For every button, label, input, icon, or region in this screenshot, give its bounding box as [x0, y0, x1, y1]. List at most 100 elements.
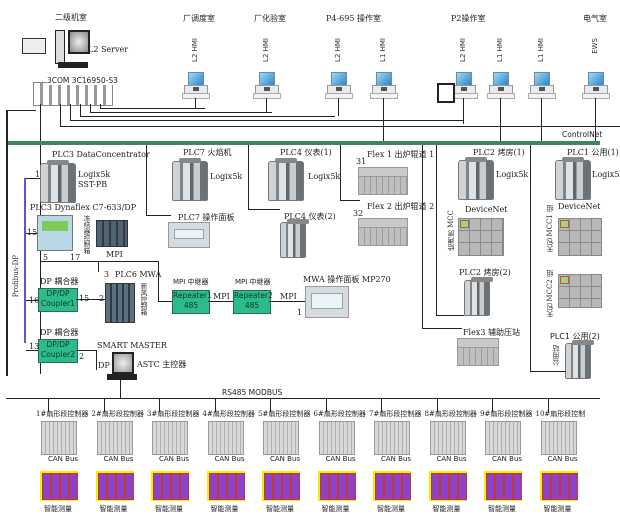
can-bus-label: CAN Bus [214, 455, 245, 463]
mpi-label-1: MPI [213, 292, 230, 301]
plc3-title: PLC3 DataConcentrator [52, 150, 150, 159]
plc2-2-rack [464, 277, 493, 316]
plc1-2-rack [565, 340, 594, 379]
segment-controller-label: 4#扇形段控制器 [202, 410, 255, 418]
sensor-module [226, 473, 236, 500]
sensor-module [513, 473, 522, 500]
segment-controller-label: 9#扇形段控制器 [480, 410, 533, 418]
flex3-title: Flex3 辅助压站 [463, 328, 520, 337]
sensor-module [153, 473, 162, 500]
smart-measurement-label: 智能测量 [155, 505, 183, 513]
s7-300-module [96, 220, 128, 247]
segment-controller-label: 10#扇形段控制 [535, 410, 586, 418]
segment-controller [263, 421, 299, 455]
sensor-module [375, 473, 384, 500]
flex1-port: 31 [356, 157, 367, 166]
printer-icon [22, 38, 46, 54]
smart-master-dp: DP [98, 361, 110, 370]
smart-measurement-label: 智能测量 [210, 505, 239, 513]
sensor-module [51, 473, 60, 500]
mp270-port: 1 [297, 308, 303, 317]
server-keyboard-icon [58, 62, 88, 68]
sensor-module [162, 473, 171, 500]
segment-controller-label: 5#扇形段控制器 [258, 410, 311, 418]
segment-controller [429, 421, 466, 455]
can-bus-label: CAN Bus [48, 455, 79, 463]
smart-measurement-label: 智能测量 [543, 505, 572, 513]
sensor-module [264, 473, 273, 500]
controlnet-bus [8, 141, 600, 145]
hmi-workstation-icon [582, 72, 610, 99]
plc3-model: Logix5k [78, 170, 111, 179]
plc1-2-title: PLC1 公用(2) [550, 332, 600, 341]
smart-measurement-label: 智能测量 [488, 505, 516, 513]
can-bus-label: CAN Bus [436, 455, 467, 463]
can-bus-label: CAN Bus [103, 455, 134, 463]
plc7-title: PLC7 火焰机 [183, 148, 232, 157]
sensor-module [328, 473, 338, 500]
smart-sensor-group [484, 471, 522, 501]
smart-sensor-group [428, 471, 467, 501]
repeater1-line2: 485 [183, 301, 199, 310]
coupler2-line2: Coupler2 [41, 350, 75, 359]
can-bus-label: CAN Bus [547, 455, 578, 463]
hmi-workstation-icon [450, 72, 478, 99]
flex1-module [358, 167, 408, 195]
plc1-mcc2-label: 天包 MCC2 组 [546, 270, 554, 318]
flex2-module [358, 218, 408, 246]
sensor-module [319, 473, 329, 500]
plc2-1-title: PLC2 烤房(1) [473, 148, 525, 157]
coupler2-box: DP/DP Coupler2 [38, 339, 78, 363]
plc2-1-model: Logix5k [496, 170, 529, 179]
plc3-dyna-port-b1: 5 [43, 253, 49, 262]
sensor-module [273, 473, 282, 500]
network-switch [33, 82, 113, 106]
smart-measurement-label: 智能测量 [99, 505, 128, 513]
repeater1-title: MPI 中继器 [173, 278, 209, 286]
plc2-1-net: DeviceNet [465, 205, 508, 214]
plc1-2-side-label: 公用站 [552, 345, 560, 366]
sensor-module [559, 473, 569, 500]
segment-controller [374, 421, 410, 455]
segment-controller [96, 421, 133, 455]
sensor-module [393, 473, 402, 500]
plc6-port-left: 2 [99, 294, 104, 303]
plc3-datacon-rack [40, 160, 76, 203]
plc3-dyna-mpi: MPI [106, 250, 123, 259]
smart-sensor-group [373, 471, 411, 501]
sensor-module [115, 473, 125, 500]
sensor-module [448, 473, 458, 500]
plc7-operator-panel [168, 222, 210, 248]
hmi-workstation-icon [370, 72, 398, 99]
segment-controller-label: 1#扇形段控制器 [36, 410, 89, 418]
repeater2-box: Repeater2 485 [233, 290, 273, 314]
plc4-2-rack [280, 219, 309, 258]
station-device-label: L2 HMI [262, 38, 270, 62]
plc6-port-top: 3 [104, 270, 110, 279]
plc1-1-model: Logix5k [592, 170, 620, 179]
plc7-rack [172, 158, 208, 201]
coupler2-title: DP 耦合器 [40, 328, 79, 337]
sensor-module [504, 473, 513, 500]
smart-sensor-group [95, 471, 134, 501]
plc6-mwa-rack [105, 283, 135, 323]
sensor-module [541, 473, 551, 500]
smart-measurement-label: 智能测量 [44, 505, 72, 513]
can-bus-label: CAN Bus [381, 455, 412, 463]
hmi-workstation-icon [253, 72, 281, 99]
plc7-panel-title: PLC7 操作面板 [178, 213, 235, 222]
station-room-label: 厂化验室 [254, 14, 286, 23]
sensor-module [69, 473, 78, 500]
switch-label: 3COM 3C16950-S3 [47, 76, 118, 85]
server-tower-icon [55, 30, 65, 64]
coupler2-line1: DP/DP [46, 340, 70, 349]
coupler2-port-left: 13 [29, 342, 40, 351]
smart-measurement-label: 智能测量 [266, 505, 294, 513]
sensor-module [235, 473, 245, 500]
segment-controller [485, 421, 521, 455]
sensor-module [439, 473, 449, 500]
station-device-label: L2 HMI [334, 38, 342, 62]
sensor-module [486, 473, 495, 500]
segment-controller-label: 8#扇形段控制器 [424, 410, 477, 418]
plc1-mcc2-cabinet [558, 274, 602, 308]
